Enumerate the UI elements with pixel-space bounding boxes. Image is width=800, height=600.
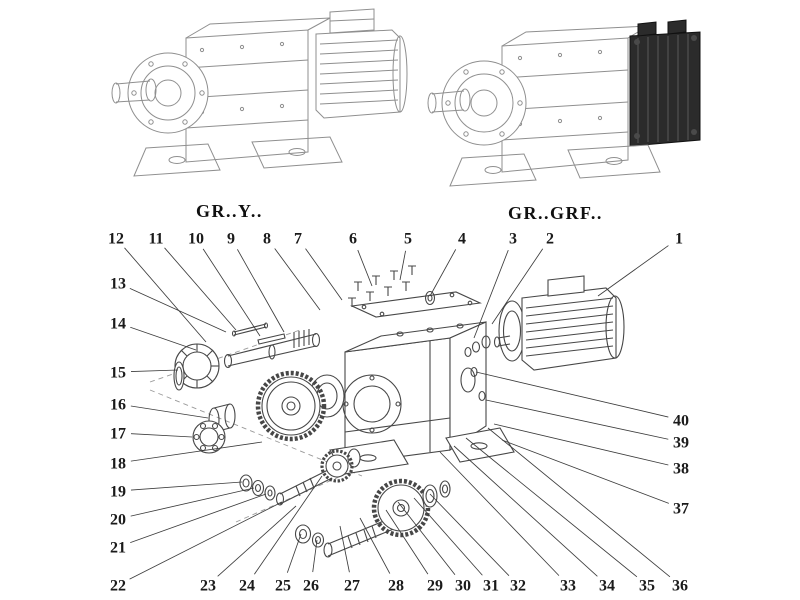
leader-line-2 [491, 248, 544, 325]
leader-line-25 [286, 533, 302, 573]
intermediate-gear-part [255, 370, 345, 442]
leader-line-15 [130, 369, 179, 372]
leader-line-1 [597, 245, 669, 297]
top-cover-part [348, 265, 482, 318]
callout-14: 14 [110, 316, 126, 333]
leader-line-37 [501, 439, 669, 504]
housing-part [329, 321, 515, 475]
leader-line-7 [305, 248, 343, 301]
callout-9: 9 [227, 231, 235, 248]
callout-8: 8 [263, 231, 271, 248]
leader-line-40 [475, 371, 669, 418]
callout-3: 3 [509, 231, 517, 248]
leader-line-18 [130, 441, 263, 462]
callout-34: 34 [599, 578, 615, 595]
leader-line-33 [439, 451, 560, 576]
leader-line-3 [473, 249, 509, 339]
variant-label-gr-grf: GR..GRF.. [508, 203, 603, 223]
callout-2: 2 [546, 231, 554, 248]
leader-line-28 [359, 517, 391, 574]
callout-21: 21 [110, 540, 126, 557]
callout-16: 16 [110, 397, 126, 414]
leader-line-13 [129, 287, 227, 333]
leader-line-19 [130, 481, 243, 491]
output-shaft-part [323, 478, 451, 558]
callout-15: 15 [110, 365, 126, 382]
leader-line-35 [465, 437, 638, 578]
leader-line-30 [397, 501, 456, 576]
callout-20: 20 [110, 512, 126, 529]
leader-line-8 [274, 248, 321, 311]
leader-line-29 [385, 509, 429, 575]
callout-4: 4 [458, 231, 466, 248]
leader-line-20 [130, 487, 255, 517]
callout-23: 23 [200, 578, 216, 595]
callout-18: 18 [110, 456, 126, 473]
leader-line-6 [357, 249, 373, 287]
callout-39: 39 [673, 435, 689, 452]
callout-12: 12 [108, 231, 124, 248]
leader-line-39 [485, 399, 669, 440]
callout-33: 33 [560, 578, 576, 595]
leader-line-9 [237, 249, 285, 333]
leader-line-26 [312, 539, 318, 573]
variant-label-gr-y: GR..Y.. [196, 201, 263, 221]
leader-line-38 [493, 423, 669, 466]
machine-gr-y-drawing [111, 8, 408, 177]
callout-37: 37 [673, 501, 689, 518]
callout-29: 29 [427, 578, 443, 595]
leader-line-16 [130, 405, 209, 419]
leader-line-12 [124, 247, 207, 343]
callout-25: 25 [275, 578, 291, 595]
left-bearing-stack [173, 343, 236, 454]
leader-line-11 [164, 247, 237, 331]
callout-1: 1 [675, 231, 683, 248]
leader-line-31 [413, 497, 483, 576]
callout-35: 35 [639, 578, 655, 595]
leader-line-24 [254, 475, 323, 575]
callout-27: 27 [344, 578, 360, 595]
lower-ring-set [294, 524, 325, 548]
leader-line-4 [429, 249, 457, 297]
exploded-view-drawing [149, 265, 625, 558]
callout-22: 22 [110, 578, 126, 595]
leader-line-22 [129, 501, 283, 580]
callout-28: 28 [388, 578, 404, 595]
washer-set [239, 474, 276, 501]
leader-line-36 [487, 427, 671, 578]
input-shaft-part [223, 322, 321, 369]
leader-line-17 [130, 433, 193, 438]
pinion-shaft-part [275, 448, 361, 506]
callout-36: 36 [672, 578, 688, 595]
callout-10: 10 [188, 231, 204, 248]
callout-40: 40 [673, 413, 689, 430]
leader-line-27 [339, 525, 350, 573]
callout-13: 13 [110, 276, 126, 293]
callout-32: 32 [510, 578, 526, 595]
callout-31: 31 [483, 578, 499, 595]
leader-line-32 [429, 493, 510, 576]
leader-line-34 [453, 445, 598, 577]
machine-gr-grf-drawing [427, 19, 701, 187]
motor-part [464, 275, 625, 402]
leader-line-21 [130, 493, 267, 544]
leader-line-23 [217, 505, 297, 577]
callout-17: 17 [110, 426, 126, 443]
leader-line-10 [202, 248, 261, 337]
callout-11: 11 [148, 231, 163, 248]
callout-6: 6 [349, 231, 357, 248]
callout-19: 19 [110, 484, 126, 501]
leader-line-14 [130, 326, 197, 351]
callout-26: 26 [303, 578, 319, 595]
leader-line-5 [399, 250, 406, 281]
callout-5: 5 [404, 231, 412, 248]
callout-38: 38 [673, 461, 689, 478]
callout-24: 24 [239, 578, 255, 595]
callout-30: 30 [455, 578, 471, 595]
callout-7: 7 [294, 231, 302, 248]
